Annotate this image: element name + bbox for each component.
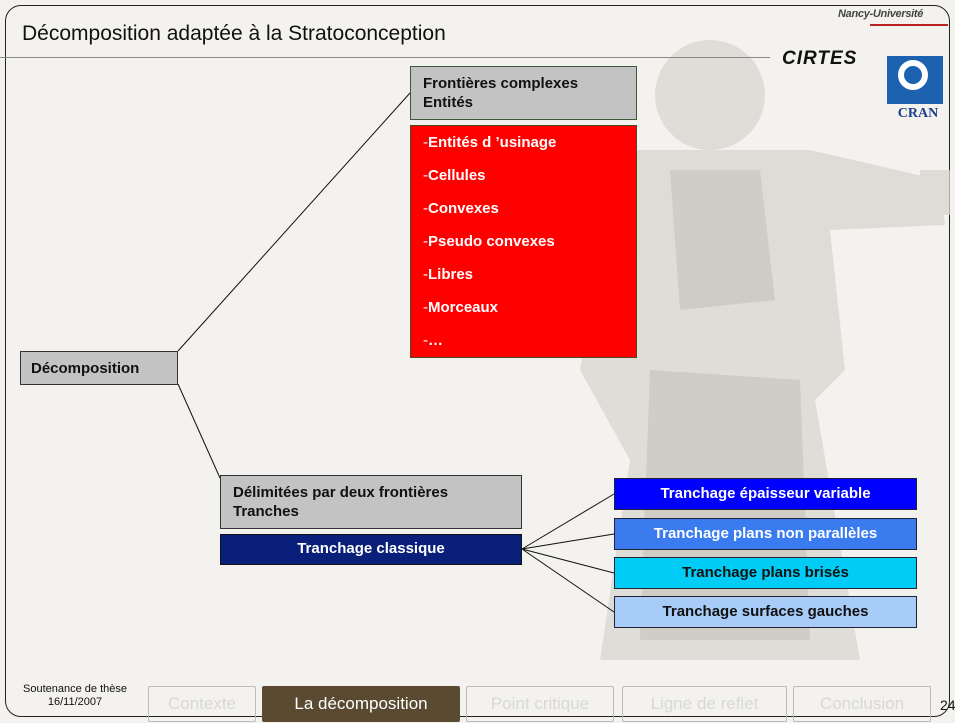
node-tranchage-plans-brises: Tranchage plans brisés [614,557,917,589]
list-dash: - [423,200,428,217]
nav-conclusion[interactable]: Conclusion [793,686,931,722]
list-item-label: Morceaux [428,299,499,316]
connector-variant-4 [521,548,615,613]
connector-variant-1 [521,493,615,550]
page-number: 24 [940,697,955,713]
list-item: -Pseudo convexes [423,231,636,264]
node-tranchage-classique: Tranchage classique [220,534,522,565]
connector-root-top [177,92,411,352]
cran-logo-text: CRAN [897,106,939,121]
list-item: -Libres [423,264,636,297]
list-item: -Convexes [423,198,636,231]
list-item: -Morceaux [423,297,636,330]
list-dash: - [423,266,428,283]
footer-info: Soutenance de thèse 16/11/2007 [10,683,140,709]
node-delimitees-line2: Tranches [233,503,299,520]
cran-logo-ring [898,60,928,90]
list-dash: - [423,299,428,316]
entities-list: -Entités d ’usinage -Cellules -Convexes … [410,125,637,358]
list-dash: - [423,134,428,151]
footer-event: Soutenance de thèse [23,683,127,695]
list-dash: - [423,332,428,349]
connector-variant-2 [521,533,615,550]
title-divider [0,57,770,58]
nav-contexte[interactable]: Contexte [148,686,256,722]
node-frontieres-line2: Entités [423,94,474,111]
list-item-label: Convexes [428,200,499,217]
list-item: -Cellules [423,165,636,198]
connector-root-bottom [177,383,221,479]
list-item-label: Pseudo convexes [428,233,555,250]
footer-date: 16/11/2007 [47,696,103,708]
nancy-universite-logo: Nancy-Université [838,8,924,20]
node-tranchage-plans-non-paralleles: Tranchage plans non parallèles [614,518,917,550]
nancy-logo-bar [870,24,948,26]
list-dash: - [423,233,428,250]
node-delimitees: Délimitées par deux frontières Tranches [220,475,522,529]
list-item-label: … [428,332,443,349]
list-dash: - [423,167,428,184]
node-frontieres-complexes: Frontières complexes Entités [410,66,637,120]
node-tranchage-surfaces-gauches: Tranchage surfaces gauches [614,596,917,628]
list-item: -Entités d ’usinage [423,132,636,165]
connector-variant-3 [521,548,615,574]
slide-title: Décomposition adaptée à la Stratoconcept… [22,22,446,45]
list-item: -… [423,330,636,363]
list-item-label: Entités d ’usinage [428,134,557,151]
nav-ligne-de-reflet[interactable]: Ligne de reflet [622,686,787,722]
nav-point-critique[interactable]: Point critique [466,686,614,722]
list-item-label: Cellules [428,167,486,184]
node-frontieres-line1: Frontières complexes [423,75,579,92]
node-decomposition: Décomposition [20,351,178,385]
node-delimitees-line1: Délimitées par deux frontières [233,484,449,501]
nav-la-decomposition[interactable]: La décomposition [262,686,460,722]
cirtes-logo: CIRTES [782,48,858,69]
list-item-label: Libres [428,266,474,283]
node-tranchage-epaisseur-variable: Tranchage épaisseur variable [614,478,917,510]
